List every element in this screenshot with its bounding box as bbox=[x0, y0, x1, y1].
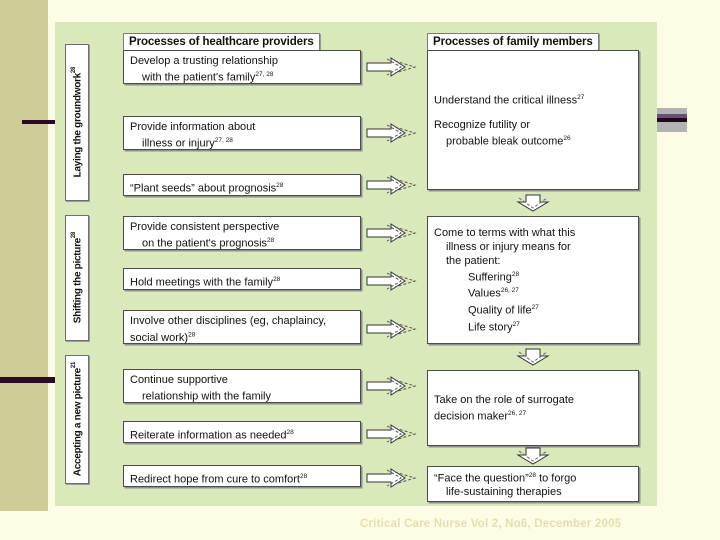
family-box-item: Suffering28 bbox=[468, 270, 520, 284]
provider-box-line1: Provide consistent perspective bbox=[130, 221, 280, 233]
family-box-ref: 27 bbox=[577, 94, 585, 102]
provider-box-line1: Redirect hope from cure to comfort bbox=[130, 473, 300, 486]
arrow-right-icon bbox=[366, 57, 417, 77]
family-box-line2: life-sustaining therapies bbox=[446, 486, 562, 499]
left-accent-band bbox=[0, 0, 48, 511]
family-box-ref: 28 bbox=[528, 471, 537, 479]
family-box: Come to terms with what this illness or … bbox=[427, 216, 639, 344]
provider-box-ref: 27, 28 bbox=[214, 137, 233, 144]
arrow-right-icon bbox=[366, 424, 417, 444]
arrow-down-icon bbox=[516, 447, 550, 465]
arrow-right-icon bbox=[366, 271, 417, 291]
phase-label-ref: 21 bbox=[70, 362, 77, 369]
family-box-line2: Recognize futility or bbox=[434, 119, 530, 131]
phase-label-text: Shifting the picture bbox=[72, 238, 84, 324]
provider-box: Continue supportive relationship with th… bbox=[123, 369, 361, 403]
right-accent-mark bbox=[657, 108, 687, 132]
family-box: Take on the role of surrogate decision m… bbox=[427, 370, 639, 446]
family-box-ref: 26, 27 bbox=[507, 409, 527, 417]
provider-box: Redirect hope from cure to comfort28 bbox=[123, 465, 361, 487]
family-box-item: Life story27 bbox=[468, 320, 520, 334]
provider-box-line1: Hold meetings with the family bbox=[130, 276, 274, 289]
provider-box: “Plant seeds” about prognosis28 bbox=[123, 174, 361, 196]
phase-label-laying-the-groundwork: Laying the groundwork28 bbox=[65, 44, 89, 201]
provider-box-line2: with the patient's family bbox=[142, 71, 256, 84]
provider-box-line2: relationship with the family bbox=[142, 390, 272, 403]
provider-box-line2: (eg, chaplaincy, social work) bbox=[130, 315, 327, 344]
family-box-item: Values26, 27 bbox=[468, 287, 519, 300]
arrow-down-icon bbox=[516, 348, 550, 366]
phase-label-text: Laying the groundwork bbox=[72, 73, 84, 178]
provider-box: Develop a trusting relationship with the… bbox=[123, 50, 361, 84]
flow-diagram-figure: Processes of healthcare providers Proces… bbox=[55, 22, 657, 506]
family-box-line1: “Face the question” bbox=[434, 472, 529, 485]
arrow-right-icon bbox=[366, 376, 417, 396]
family-box-item: Quality of life27 bbox=[468, 304, 539, 317]
provider-box-ref: 27, 28 bbox=[255, 71, 274, 78]
family-box-line1: Come to terms with what this bbox=[434, 226, 576, 239]
provider-box-ref: 28 bbox=[273, 276, 281, 283]
phase-label-accepting-a-new-picture: Accepting a new picture21 bbox=[65, 355, 89, 484]
arrow-right-icon bbox=[366, 223, 417, 243]
arrow-down-icon bbox=[516, 194, 550, 212]
provider-box-ref: 28 bbox=[299, 473, 308, 480]
provider-box: Provide information about illness or inj… bbox=[123, 116, 361, 150]
provider-box-line1: Involve other disciplines bbox=[130, 315, 247, 327]
provider-box-ref: 28 bbox=[286, 429, 294, 436]
family-box-line2: illness or injury means for bbox=[446, 240, 571, 253]
phase-label-ref: 28 bbox=[70, 67, 77, 74]
arrow-right-icon bbox=[366, 123, 417, 143]
provider-box-line1: Continue supportive bbox=[130, 374, 228, 386]
figure-caption: Critical Care Nurse Vol 2, No6, December… bbox=[360, 518, 622, 530]
arrow-right-icon bbox=[366, 175, 417, 195]
arrow-right-icon bbox=[366, 319, 417, 339]
provider-box-line1: “Plant seeds” about prognosis bbox=[130, 182, 277, 195]
phase-label-ref: 28 bbox=[70, 232, 77, 239]
left-accent-rule-top bbox=[22, 120, 70, 124]
provider-box: Provide consistent perspective on the pa… bbox=[123, 216, 361, 250]
family-box-line3: the patient: bbox=[446, 254, 501, 267]
column-header-providers: Processes of healthcare providers bbox=[123, 33, 320, 51]
arrow-right-icon bbox=[366, 468, 417, 488]
provider-box-ref: 28 bbox=[276, 182, 284, 189]
right-accent-stripe-purple bbox=[657, 114, 687, 118]
family-box-line2: decision maker bbox=[434, 410, 508, 423]
family-box: “Face the question”28 to forgo life-sust… bbox=[427, 466, 639, 502]
provider-box: Hold meetings with the family28 bbox=[123, 268, 361, 290]
phase-label-shifting-the-picture: Shifting the picture28 bbox=[65, 215, 89, 341]
provider-box-line1: Develop a trusting relationship bbox=[130, 55, 278, 67]
provider-box-line1: Reiterate information as needed bbox=[130, 429, 287, 442]
provider-box-line1: Provide information about bbox=[130, 121, 256, 133]
provider-box-line2: illness or injury bbox=[142, 137, 215, 150]
provider-box: Involve other disciplines (eg, chaplainc… bbox=[123, 310, 361, 344]
left-accent-rule-bottom bbox=[0, 377, 58, 383]
right-accent-stripe-dark bbox=[657, 118, 687, 122]
family-box: Understand the critical illness27 Recogn… bbox=[427, 50, 639, 190]
provider-box-ref: 28 bbox=[267, 237, 275, 244]
phase-label-text: Accepting a new picture bbox=[72, 368, 84, 477]
family-box-line1: Understand the critical illness bbox=[434, 95, 578, 107]
provider-box-ref: 28 bbox=[188, 331, 196, 338]
provider-box: Reiterate information as needed28 bbox=[123, 421, 361, 443]
family-box-line3: probable bleak outcome bbox=[446, 135, 564, 148]
column-header-family: Processes of family members bbox=[427, 33, 599, 51]
provider-box-line2: on the patient's prognosis bbox=[142, 237, 268, 250]
family-box-ref: 26 bbox=[563, 135, 571, 142]
family-box-line1b: to forgo bbox=[536, 472, 577, 485]
family-box-line1: Take on the role of surrogate bbox=[434, 393, 575, 406]
